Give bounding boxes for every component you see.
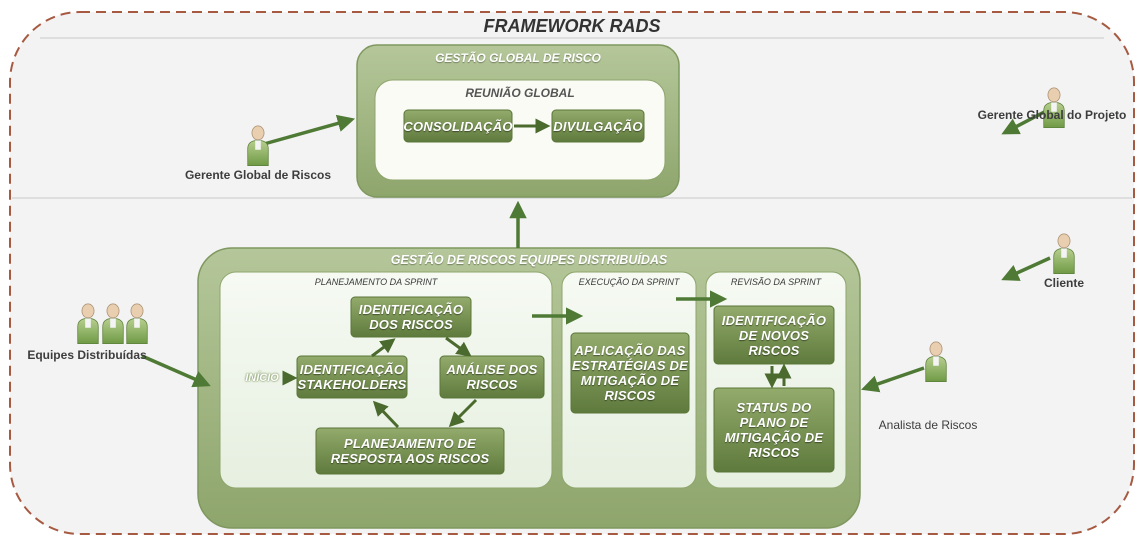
global-meeting-title: REUNIÃO GLOBAL [465,86,575,100]
status-plano-label: STATUS DO PLANO DE MITIGAÇÃO DE RISCOS [724,400,824,460]
identificacao-novos-riscos-box [713,305,835,365]
arrow-cliente [1001,256,1051,281]
gerente-global-riscos-label: Gerente Global de Riscos [184,168,332,182]
analise-riscos-box [439,355,545,399]
aplicacao-estrategias-label: APLICAÇÃO DAS ESTRATÉGIAS DE MITIGAÇÃO D… [572,343,688,403]
arrow-identificacao-to-analise [445,336,472,357]
consolidacao-box [403,109,513,143]
divulgacao-label: DIVULGAÇÃO [553,118,643,134]
arrow-planejamento-to-stakeholders [372,400,400,429]
global-meeting-panel [374,79,666,181]
arrow-gerente-riscos [263,114,356,146]
execution-title: EXECUÇÃO DA SPRINT [578,277,680,287]
planning-title: PLANEJAMENTO DA SPRINT [314,277,438,287]
arrow-analista [861,366,925,393]
divulgacao-box [551,109,645,143]
analista-riscos-label: Analista de Riscos [878,418,978,432]
planejamento-resposta-label: PLANEJAMENTO DE RESPOSTA AOS RISCOS [330,436,490,466]
identificacao-stakeholders-label: IDENTIFICAÇÃO STAKEHOLDERS [297,362,407,392]
distributed-risk-title: GESTÃO DE RISCOS EQUIPES DISTRIBUÍDAS [390,253,668,267]
consolidacao-label: CONSOLIDAÇÃO [403,118,513,134]
equipes-distribuidas-label: Equipes Distribuídas [27,348,147,362]
aplicacao-estrategias-box [570,332,690,414]
global-risk-title: GESTÃO GLOBAL DE RISCO [435,51,601,65]
inicio-label: INÍCIO [245,372,279,384]
analise-riscos-label: ANÁLISE DOS RISCOS [446,362,538,392]
arrow-stakeholders-to-identificacao [371,338,396,358]
identificacao-riscos-label: IDENTIFICAÇÃO DOS RISCOS [358,302,464,332]
arrow-equipes [141,354,211,388]
identificacao-novos-riscos-label: IDENTIFICAÇÃO DE NOVOS RISCOS [721,312,827,358]
review-title: REVISÃO DA SPRINT [730,277,822,287]
identificacao-riscos-box [350,296,472,338]
arrow-analise-to-planejamento [448,398,478,428]
cliente-label: Cliente [1043,276,1084,290]
gerente-global-projeto-label: Gerente Global do Projeto [977,108,1127,122]
arrow-gerente-projeto [1001,108,1049,135]
planejamento-resposta-box [315,427,505,475]
framework-title: FRAMEWORK RADS [483,15,661,36]
